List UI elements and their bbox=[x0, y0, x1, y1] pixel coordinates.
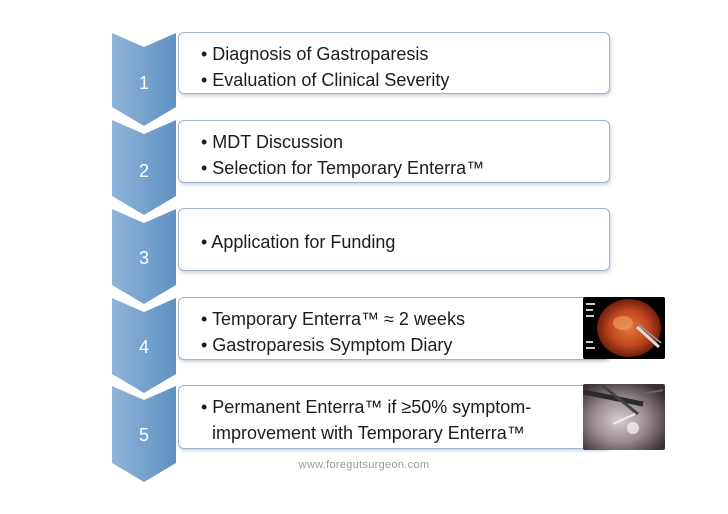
endoscopy-image bbox=[583, 297, 665, 359]
step-1-line-1: • Diagnosis of Gastroparesis bbox=[201, 44, 429, 64]
step-4-chevron bbox=[112, 298, 176, 393]
step-1-number: 1 bbox=[138, 73, 149, 93]
step-3-box: • Application for Funding bbox=[178, 208, 610, 271]
step-5-chevron bbox=[112, 386, 176, 482]
step-3-list: • Application for Funding bbox=[201, 229, 395, 255]
step-2-box: • MDT Discussion • Selection for Tempora… bbox=[178, 120, 610, 183]
step-1-box: • Diagnosis of Gastroparesis • Evaluatio… bbox=[178, 32, 610, 94]
step-2-number: 2 bbox=[138, 161, 149, 181]
step-3-chevron bbox=[112, 209, 176, 304]
step-2-line-1: • MDT Discussion bbox=[201, 132, 343, 152]
step-2-chevron bbox=[112, 120, 176, 215]
step-5-box: • Permanent Enterra™ if ≥50% symptom- im… bbox=[178, 385, 610, 449]
step-4-list: • Temporary Enterra™ ≈ 2 weeks • Gastrop… bbox=[201, 306, 465, 358]
step-4-line-1: • Temporary Enterra™ ≈ 2 weeks bbox=[201, 309, 465, 329]
step-1-list: • Diagnosis of Gastroparesis • Evaluatio… bbox=[201, 41, 449, 93]
step-5-line-2: improvement with Temporary Enterra™ bbox=[212, 423, 525, 443]
step-4-line-2: • Gastroparesis Symptom Diary bbox=[201, 335, 453, 355]
website-footer: www.foregutsurgeon.com bbox=[298, 459, 430, 471]
step-3-number: 3 bbox=[138, 248, 149, 268]
step-5-line-1: • Permanent Enterra™ if ≥50% symptom- bbox=[201, 397, 532, 417]
step-4-number: 4 bbox=[138, 337, 149, 357]
step-4-box: • Temporary Enterra™ ≈ 2 weeks • Gastrop… bbox=[178, 297, 610, 360]
step-2-line-2: • Selection for Temporary Enterra™ bbox=[201, 158, 485, 178]
laparoscopy-image bbox=[583, 384, 665, 450]
step-5-list: • Permanent Enterra™ if ≥50% symptom- im… bbox=[201, 394, 531, 446]
step-5-number: 5 bbox=[138, 425, 149, 445]
step-3-line-1: • Application for Funding bbox=[201, 232, 396, 252]
step-1-chevron bbox=[112, 33, 176, 126]
step-1-line-2: • Evaluation of Clinical Severity bbox=[201, 70, 450, 90]
step-2-list: • MDT Discussion • Selection for Tempora… bbox=[201, 129, 484, 181]
